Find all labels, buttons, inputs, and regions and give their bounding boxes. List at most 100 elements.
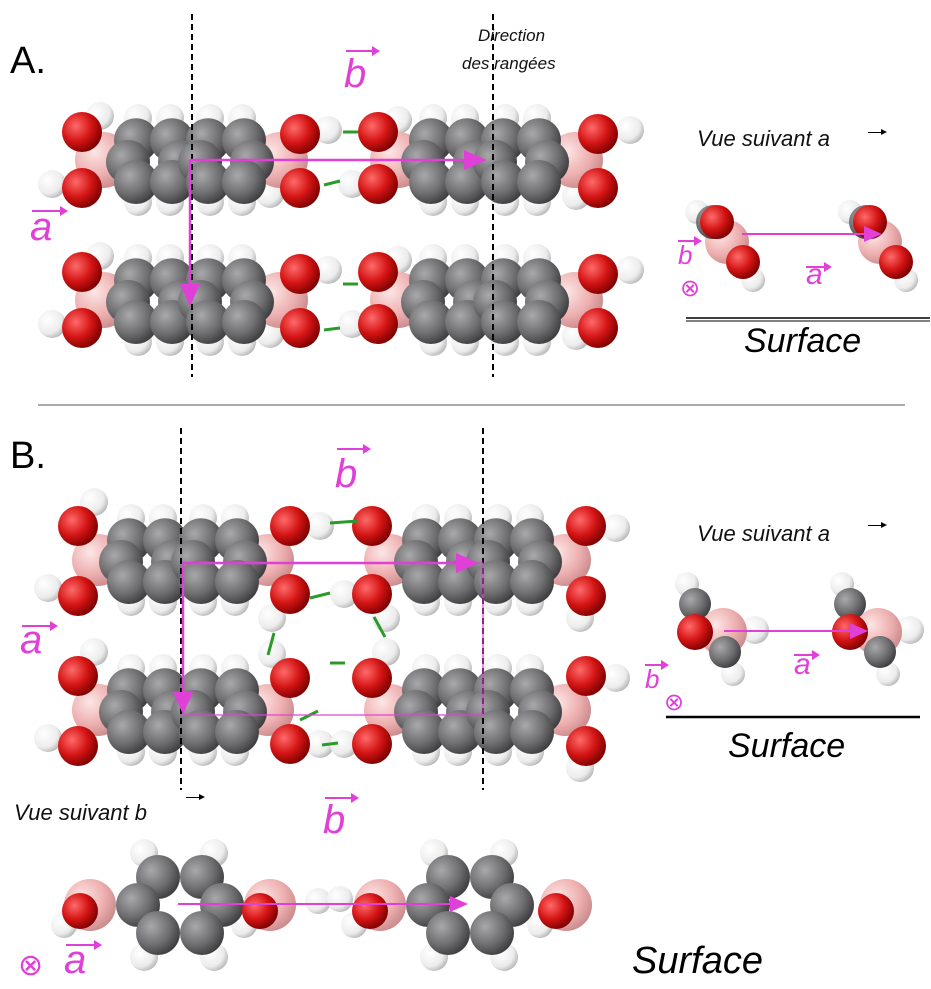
guide-lines bbox=[38, 14, 930, 790]
hydrogen-bond bbox=[323, 326, 341, 332]
oxygen-atom bbox=[280, 308, 320, 348]
oxygen-atom bbox=[578, 254, 618, 294]
hydrogen-atom bbox=[306, 512, 334, 540]
vector-arrow-glyph bbox=[806, 262, 832, 272]
hydrogen-atom bbox=[896, 616, 924, 644]
into-page-symbol: ⊗ bbox=[18, 948, 44, 983]
hydrogen-atom bbox=[314, 116, 342, 144]
oxygen-atom bbox=[352, 658, 392, 698]
hydrogen-atom bbox=[372, 638, 400, 666]
carbon-atom bbox=[481, 160, 525, 204]
hydrogen-atom bbox=[314, 256, 342, 284]
carbon-atom bbox=[834, 588, 866, 620]
row-direction-label: Direction bbox=[478, 26, 546, 45]
oxygen-atom bbox=[62, 308, 102, 348]
hydrogen-atom bbox=[876, 662, 900, 686]
black-vector-arrow bbox=[868, 129, 887, 135]
oxygen-atom bbox=[270, 574, 310, 614]
row-direction-label-2: des rangées bbox=[462, 54, 556, 73]
into-page-symbol: ⊗ bbox=[680, 274, 701, 302]
surface-label: Surface bbox=[728, 727, 846, 765]
hydrogen-bond bbox=[321, 741, 339, 747]
oxygen-atom bbox=[242, 893, 278, 929]
oxygen-atom bbox=[566, 726, 606, 766]
side-vector-b-label: b bbox=[645, 664, 660, 694]
oxygen-atom bbox=[578, 308, 618, 348]
carbon-atom bbox=[114, 300, 158, 344]
carbon-atom bbox=[215, 560, 259, 604]
carbon-atom bbox=[180, 911, 224, 955]
carbon-atom bbox=[481, 300, 525, 344]
vector-arrow-glyph bbox=[325, 793, 359, 803]
vector-a-label: a bbox=[20, 618, 43, 662]
vector-arrow-glyph bbox=[678, 236, 702, 246]
oxygen-atom bbox=[62, 893, 98, 929]
bottom-view-title: Vue suivant b bbox=[14, 800, 147, 825]
carbon-atom bbox=[510, 560, 554, 604]
oxygen-atom bbox=[270, 506, 310, 546]
oxygen-atom bbox=[566, 656, 606, 696]
hydrogen-atom bbox=[721, 662, 745, 686]
hydrogen-atom bbox=[330, 580, 358, 608]
carbon-atom bbox=[517, 300, 561, 344]
hydrogen-atom bbox=[306, 730, 334, 758]
vector-a-label: a bbox=[30, 205, 53, 249]
carbon-atom bbox=[179, 560, 223, 604]
vector-b-label-top: b bbox=[335, 452, 358, 496]
surface-label: Surface bbox=[632, 940, 763, 982]
oxygen-atom bbox=[58, 656, 98, 696]
hydrogen-bond bbox=[266, 632, 276, 656]
oxygen-atom bbox=[677, 614, 713, 650]
hydrogen-atom bbox=[330, 730, 358, 758]
carbon-atom bbox=[186, 160, 230, 204]
side-view-title: Vue suivant a bbox=[697, 126, 830, 151]
oxygen-atom bbox=[280, 168, 320, 208]
carbon-atom bbox=[474, 710, 518, 754]
vector-arrow-glyph bbox=[794, 650, 820, 660]
oxygen-atom bbox=[538, 893, 574, 929]
unit-cell-vectors bbox=[173, 150, 882, 912]
oxygen-atom bbox=[358, 164, 398, 204]
hydrogen-bond bbox=[329, 519, 359, 525]
hydrogen-atom bbox=[338, 170, 366, 198]
hydrogen-atom bbox=[258, 640, 286, 668]
vector-arrow-glyph bbox=[346, 46, 380, 56]
carbon-atom bbox=[864, 636, 896, 668]
hydrogen-atom bbox=[38, 310, 66, 338]
carbon-atom bbox=[409, 160, 453, 204]
side-vector-b-label: b bbox=[678, 240, 693, 270]
carbon-atom bbox=[114, 160, 158, 204]
hydrogen-atom bbox=[616, 116, 644, 144]
oxygen-atom bbox=[726, 245, 760, 279]
carbon-atom bbox=[474, 560, 518, 604]
side-view-title: Vue suivant a bbox=[697, 521, 830, 546]
hydrogen-atom bbox=[34, 574, 62, 602]
oxygen-atom bbox=[566, 576, 606, 616]
oxygen-atom bbox=[352, 893, 388, 929]
oxygen-atom bbox=[358, 112, 398, 152]
oxygen-atom bbox=[58, 726, 98, 766]
black-vector-arrow bbox=[868, 522, 887, 528]
hydrogen-bond-layer bbox=[266, 130, 387, 747]
carbon-atom bbox=[510, 710, 554, 754]
carbon-atom bbox=[426, 911, 470, 955]
oxygen-atom bbox=[578, 168, 618, 208]
carbon-atom bbox=[409, 300, 453, 344]
hydrogen-bond bbox=[372, 616, 387, 638]
carbon-atom bbox=[709, 636, 741, 668]
carbon-atom bbox=[679, 588, 711, 620]
oxygen-atom bbox=[352, 724, 392, 764]
atom-layer bbox=[34, 102, 924, 971]
side-vector-a-label: a bbox=[806, 258, 823, 291]
hydrogen-atom bbox=[327, 886, 353, 912]
oxygen-atom bbox=[58, 576, 98, 616]
oxygen-atom bbox=[700, 205, 734, 239]
oxygen-atom bbox=[879, 245, 913, 279]
vector-b-label: b bbox=[344, 52, 367, 96]
carbon-atom bbox=[215, 710, 259, 754]
vector-arrow-glyph bbox=[337, 444, 371, 454]
black-vector-arrow bbox=[186, 794, 205, 800]
oxygen-atom bbox=[62, 252, 102, 292]
side-vector-a-label: a bbox=[794, 648, 811, 681]
carbon-atom bbox=[179, 710, 223, 754]
